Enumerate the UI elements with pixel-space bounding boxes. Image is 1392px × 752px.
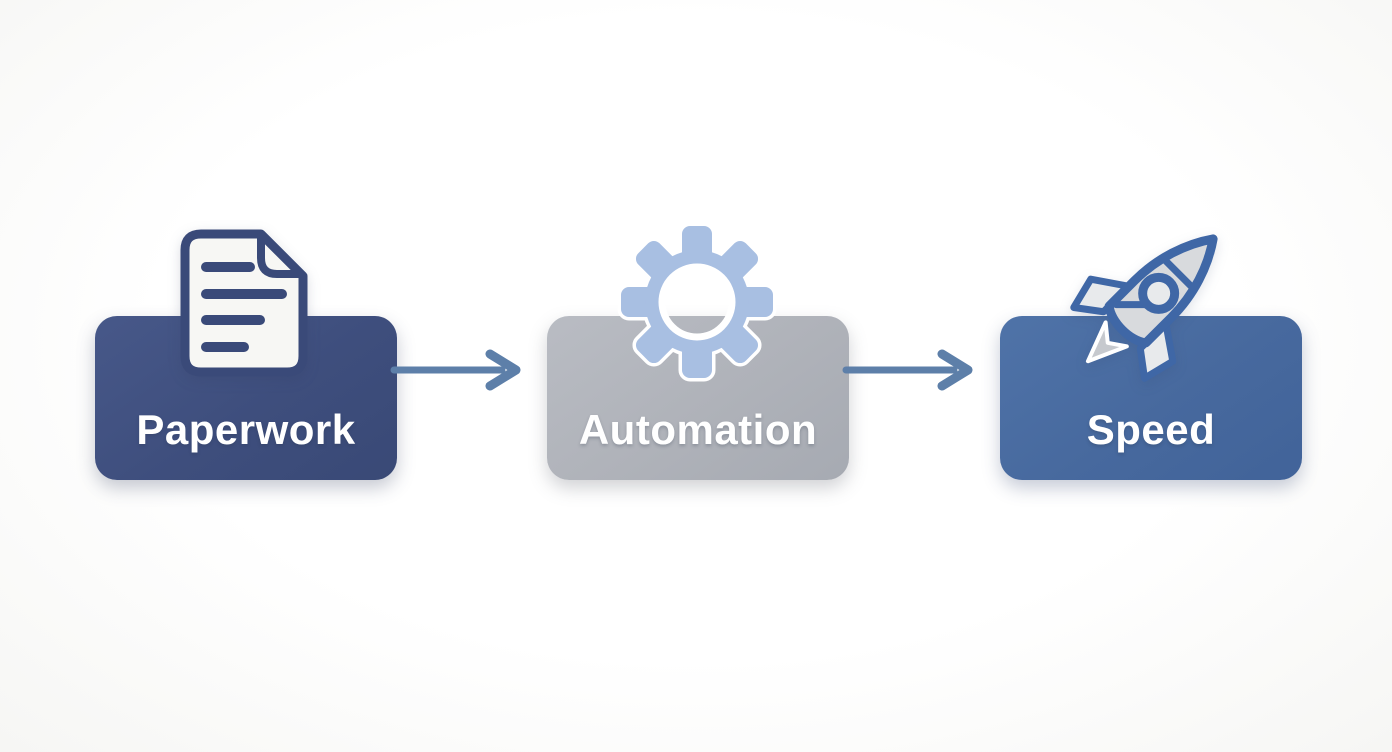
node-automation: Automation xyxy=(547,316,849,480)
document-icon xyxy=(180,229,308,377)
right-arrow-icon-1 xyxy=(390,349,521,391)
gear-icon xyxy=(617,222,777,382)
node-speed-label: Speed xyxy=(1086,406,1216,453)
right-arrow-icon-2 xyxy=(842,349,973,391)
node-automation-label: Automation xyxy=(578,406,818,453)
node-paperwork-label: Paperwork xyxy=(136,406,356,453)
rocket-icon xyxy=(1070,234,1218,382)
